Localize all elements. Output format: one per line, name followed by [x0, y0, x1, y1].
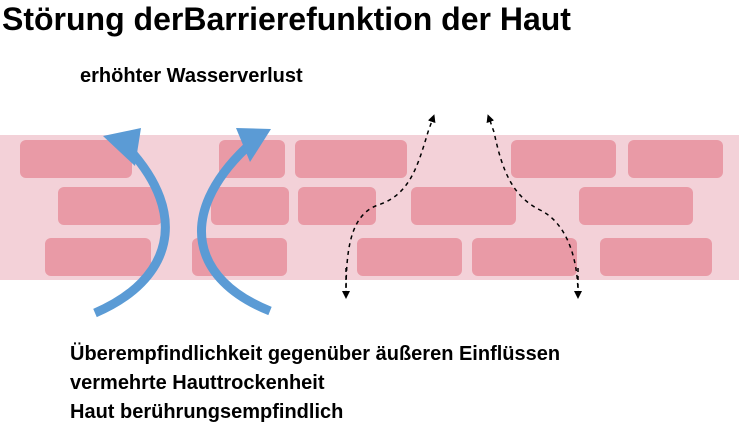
skin-cell: [298, 187, 376, 225]
skin-cell: [295, 140, 407, 178]
skin-cell: [411, 187, 516, 225]
skin-cell: [219, 140, 285, 178]
effects-list: Überempfindlichkeit gegenüber äußeren Ei…: [70, 340, 560, 427]
skin-cell: [511, 140, 616, 178]
skin-cell: [600, 238, 712, 276]
effect-item: Haut berührungsempfindlich: [70, 401, 344, 423]
skin-cell: [58, 187, 162, 225]
water-loss-label: erhöhter Wasserverlust: [80, 65, 303, 87]
skin-cell: [357, 238, 462, 276]
cell-row-3: [45, 238, 712, 276]
skin-cell: [628, 140, 723, 178]
cell-row-1: [20, 140, 723, 178]
curved-arrow-icon: [197, 128, 272, 316]
dashed-arrow-icon: [486, 114, 582, 299]
cell-row-2: [58, 187, 693, 225]
effect-item: vermehrte Hauttrockenheit: [70, 372, 325, 394]
skin-cell: [20, 140, 132, 178]
diagram-title: Störung derBarrierefunktion der Haut: [2, 1, 571, 37]
effect-item: Überempfindlichkeit gegenüber äußeren Ei…: [70, 343, 561, 365]
curved-arrow-icon: [93, 128, 170, 318]
skin-cell: [45, 238, 151, 276]
dashed-arrow-icon: [342, 114, 436, 299]
skin-cell: [472, 238, 577, 276]
skin-cell: [579, 187, 693, 225]
skin-cell: [211, 187, 289, 225]
